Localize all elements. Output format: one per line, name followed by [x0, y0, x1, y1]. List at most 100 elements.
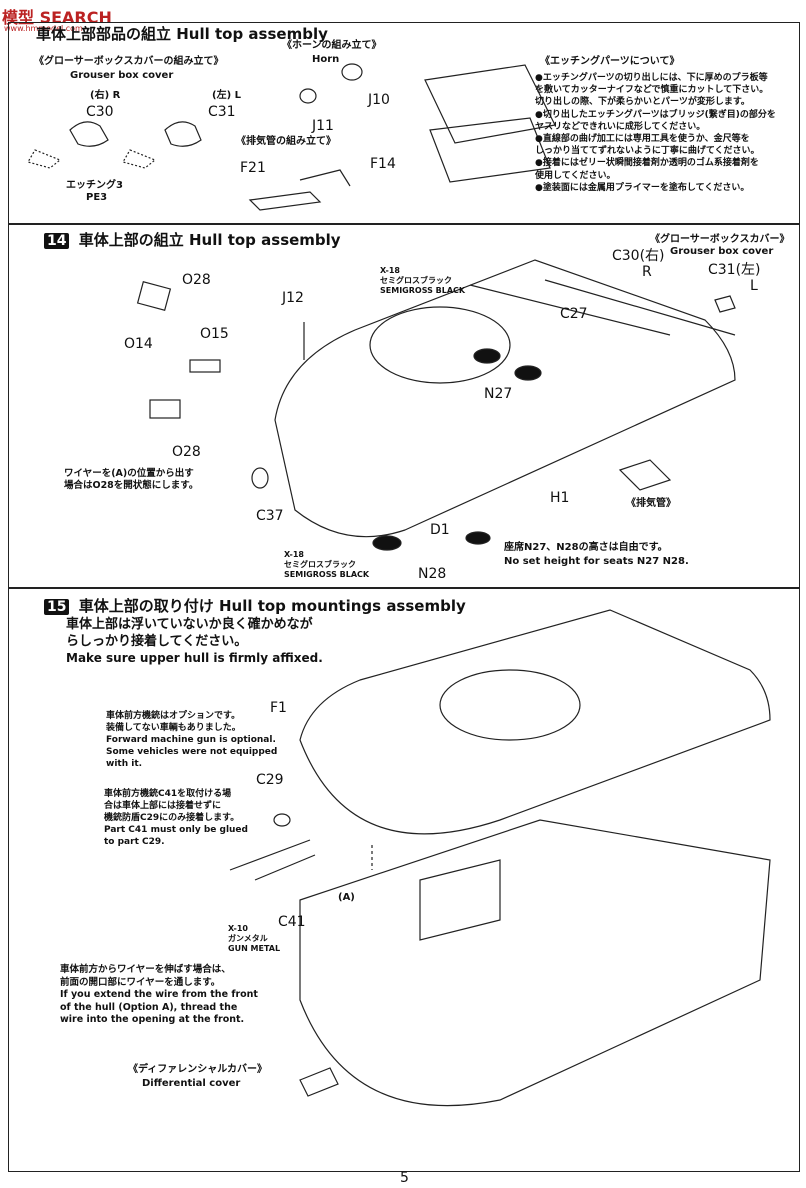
section15-title-en: Hull top mountings assembly — [218, 597, 466, 615]
horn-part-j10 — [341, 63, 363, 81]
paint1-code: X-18 — [380, 266, 400, 275]
seat-note-jp: 座席N27、N28の高さは自由です。 — [504, 542, 668, 553]
upper-hull — [299, 609, 771, 835]
part-o15 — [189, 359, 221, 373]
d1-label: D1 — [430, 522, 450, 538]
exhaust-title-jp: 《排気管の組み立て》 — [236, 136, 336, 147]
optional-gun-note: 車体前方機銃はオプションです。 装備してない車輌もありました。 Forward … — [106, 710, 277, 770]
wire-note-line: ワイヤーを(A)の位置から出す — [64, 468, 194, 479]
exhaust-label-14: 《排気管》 — [626, 498, 676, 509]
opt-en: Some vehicles were not equipped — [106, 747, 278, 757]
c41-en: Part C41 must only be glued — [104, 825, 248, 835]
section15-sub-jp-1: 車体上部は浮いていないか良く確かめなが — [66, 617, 313, 632]
section15-frame — [8, 588, 800, 1172]
right-label: (右) R — [90, 90, 121, 101]
exhaust-pipes — [248, 169, 351, 211]
wire-jp: 前面の開口部にワイヤーを通します。 — [60, 976, 221, 988]
o28-label: O28 — [182, 272, 211, 288]
o15-label: O15 — [200, 326, 229, 342]
c31-l-label: C31(左) — [708, 262, 761, 278]
f21-label: F21 — [240, 160, 266, 176]
f14-label: F14 — [370, 156, 396, 172]
seat-note-en: No set height for seats N27 N28. — [504, 556, 689, 567]
watermark-url: www.hmmodel.com — [4, 24, 83, 33]
o28b-label: O28 — [172, 444, 201, 460]
seat-n27b — [514, 365, 542, 381]
opt-en: Forward machine gun is optional. — [106, 735, 276, 745]
section15-sub-en: Make sure upper hull is firmly affixed. — [66, 651, 323, 665]
c41-jp: 車体前方機銃C41を取付ける場 — [104, 789, 232, 799]
section14-title-jp: 車体上部の組立 — [78, 231, 184, 249]
opt-jp: 車体前方機銃はオプションです。 — [106, 711, 241, 721]
section13-title-en: Hull top assembly — [176, 25, 328, 43]
section13-title: 車体上部部品の組立 Hull top assembly — [36, 25, 328, 43]
part-c29 — [273, 813, 291, 827]
part-o28b — [149, 399, 181, 419]
wire-en: wire into the opening at the front. — [60, 1014, 245, 1025]
section13-title-jp: 車体上部部品の組立 — [36, 25, 172, 43]
gunmetal-jp: ガンメタル — [228, 934, 268, 943]
etching-pe3-right — [27, 149, 62, 169]
etch-note-line: ●エッチングパーツの切り出しには、下に厚めのプラ板等 — [535, 73, 768, 83]
wire-note: ワイヤーを(A)の位置から出す 場合はO28を開状態にします。 — [64, 468, 198, 492]
j10-label: J10 — [368, 92, 390, 108]
diff-cover-jp: 《ディファレンシャルカバー》 — [128, 1064, 267, 1075]
grouser-title-en: Grouser box cover — [70, 70, 174, 81]
horn-title-en: Horn — [312, 54, 340, 65]
a-label: (A) — [338, 892, 355, 903]
hull-top-h1 — [274, 259, 736, 538]
section14-title: 14 車体上部の組立 Hull top assembly — [44, 231, 341, 250]
c30-r-label: C30(右) — [612, 248, 665, 264]
gunmetal-code: X-10 — [228, 924, 248, 933]
section15-sub-jp-2: らしっかり接着してください。 — [66, 634, 248, 649]
lower-hull — [299, 819, 771, 1107]
wire-jp: 車体前方からワイヤーを伸ばす場合は、 — [60, 964, 231, 975]
etch-notes: ●エッチングパーツの切り出しには、下に厚めのプラ板等 を敷いてカッターナイフなど… — [535, 72, 776, 194]
f1-label: F1 — [270, 700, 287, 716]
c30-label: C30 — [86, 104, 114, 120]
diff-cover-en: Differential cover — [142, 1078, 241, 1089]
grouser-cover-right — [69, 121, 109, 147]
grouser-c31-installed — [714, 295, 736, 313]
h1-label: H1 — [550, 490, 570, 506]
paint2-jp: セミグロスブラック — [284, 560, 356, 569]
paint2-callout: X-18 セミグロスブラック SEMIGROSS BLACK — [284, 550, 369, 580]
seat-n27a — [473, 348, 501, 364]
c41-jp: 合は車体上部には接着せずに — [104, 801, 222, 811]
section15-title-jp: 車体上部の取り付け — [78, 597, 214, 615]
section15-number: 15 — [44, 599, 70, 616]
c41-jp: 機銃防盾C29にのみ接着します。 — [104, 813, 240, 823]
n27-label: N27 — [484, 386, 513, 402]
o14-label: O14 — [124, 336, 153, 352]
wire-front-note: 車体前方からワイヤーを伸ばす場合は、 前面の開口部にワイヤーを通します。 If … — [60, 964, 258, 1027]
seat-n28b — [465, 531, 491, 545]
left-label: (左) L — [212, 90, 241, 101]
etch-note-line: ●直線部の曲げ加工には専用工具を使うか、金尺等を — [535, 134, 750, 145]
c29-label: C29 — [256, 772, 284, 788]
c41-note: 車体前方機銃C41を取付ける場 合は車体上部には接着せずに 機銃防盾C29にのみ… — [104, 788, 248, 848]
turret-ring-15 — [439, 669, 581, 741]
etch-note-line: ヤスリなどできれいに成形してください。 — [535, 121, 706, 132]
j12-label: J12 — [282, 290, 304, 306]
horn-part-j11 — [299, 88, 317, 104]
grouser-cover-left — [164, 121, 202, 147]
etch-note-line: 切り出しの際、下が柔らかいとパーツが変形します。 — [535, 97, 750, 108]
etch-note-line: を敷いてカッターナイフなどで慎重にカットして下さい。 — [535, 85, 769, 96]
opt-jp: 装備してない車輌もありました。 — [106, 723, 241, 733]
c41-en: to part C29. — [104, 837, 165, 847]
part-o28 — [136, 281, 172, 311]
etch-note-line: しっかり当ててずれないように丁寧に曲げてください。 — [535, 146, 760, 157]
etching-label: エッチング3 — [66, 180, 123, 191]
l-label: L — [750, 278, 758, 294]
paint1-callout: X-18 セミグロスブラック SEMIGROSS BLACK — [380, 266, 465, 296]
section15-title: 15 車体上部の取り付け Hull top mountings assembly — [44, 597, 466, 616]
n28-label: N28 — [418, 566, 447, 582]
grouser-en-14: Grouser box cover — [670, 246, 774, 257]
section14-title-en: Hull top assembly — [188, 231, 341, 249]
etch-note-line: ●接着にはゼリー状瞬間接着剤か透明のゴム系接着剤を — [535, 158, 759, 169]
c37-label: C37 — [256, 508, 284, 524]
turret-ring — [369, 306, 511, 384]
etch-note-title: 《エッチングパーツについて》 — [540, 56, 680, 67]
gunmetal-en: GUN METAL — [228, 944, 281, 953]
